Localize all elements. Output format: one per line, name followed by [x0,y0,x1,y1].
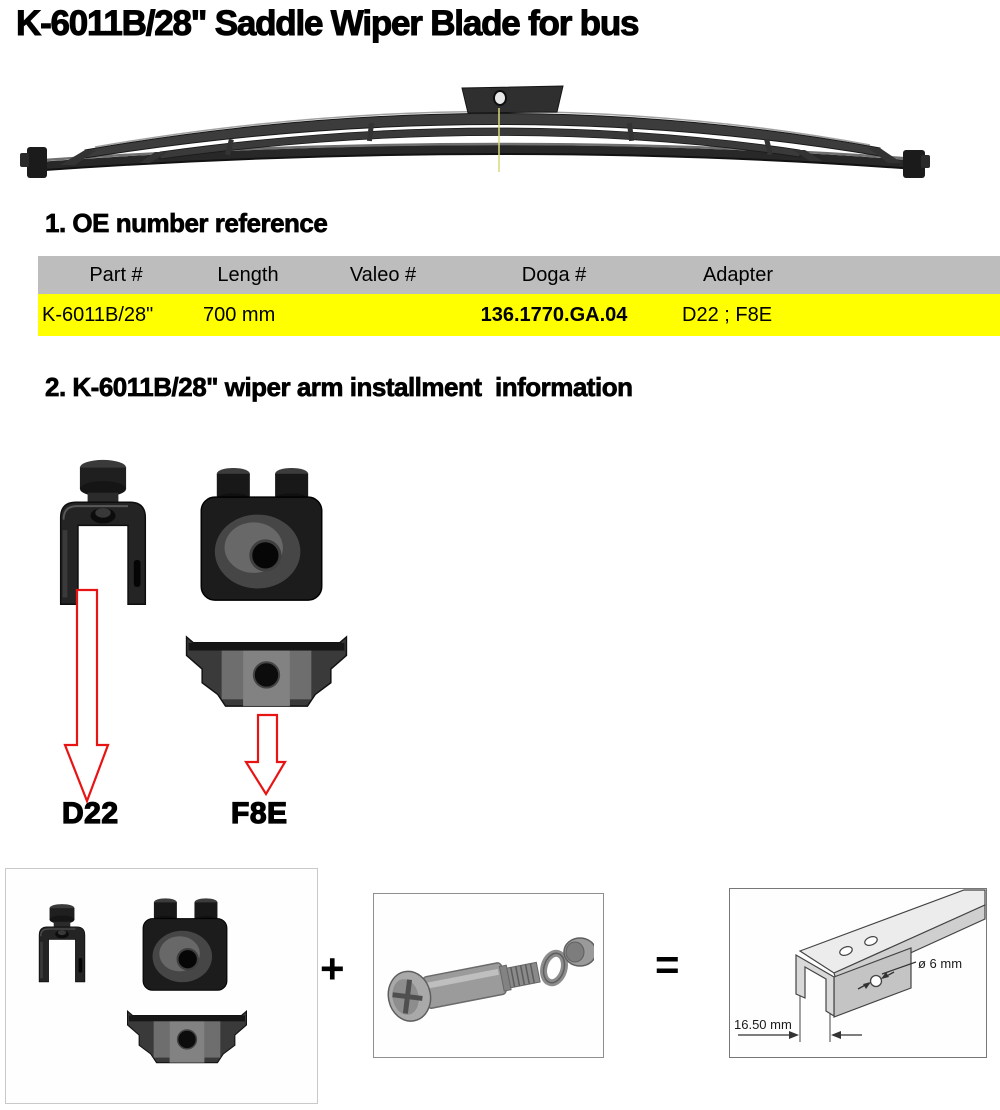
f8e-label: F8E [230,796,288,830]
oe-table-row: K-6011B/28" 700 mm 136.1770.GA.04 D22 ; … [38,294,1000,336]
diagram-channel-width-label: 16.50 mm [734,1017,792,1032]
f8e-arrow-icon [244,713,287,797]
header-cell-valeo: Valeo # [349,264,417,286]
section-2-heading: 2. K-6011B/28" wiper arm installment inf… [45,372,634,403]
wiper-blade-photo [20,85,930,178]
row-cell-part: K-6011B/28" [42,304,154,326]
d22-arrow-icon [63,588,110,804]
header-cell-doga: Doga # [521,264,587,286]
pin-block-photo [196,466,327,604]
section-1-heading: 1. OE number reference [45,208,329,239]
adapter-kit-bracket [34,889,90,999]
arm-diagram-box: ø 6 mm 16.50 mm [729,888,987,1058]
d22-label: D22 [61,796,119,830]
header-cell-adapter: Adapter [702,264,774,286]
plus-sign: + [320,945,345,992]
f8e-adapter-photo [181,634,352,712]
diagram-hole-dia-label: ø 6 mm [918,956,962,971]
row-cell-doga: 136.1770.GA.04 [480,304,628,326]
row-cell-adapter: D22 ; F8E [682,304,773,326]
wiper-arm-diagram: ø 6 mm 16.50 mm [734,889,986,1042]
header-cell-part: Part # [89,264,143,286]
screw-kit-photo [387,937,594,1022]
oe-table-header: Part # Length Valeo # Doga # Adapter [38,256,1000,294]
page-title: K-6011B/28" Saddle Wiper Blade for bus [15,4,639,44]
header-cell-length: Length [217,264,279,286]
row-cell-length: 700 mm [203,304,276,326]
equals-sign: = [655,941,680,988]
adapter-kit-f8e [124,1009,250,1067]
adapter-kit-box [5,868,318,1104]
screw-kit-box [373,893,604,1058]
adapter-kit-block [136,897,234,993]
